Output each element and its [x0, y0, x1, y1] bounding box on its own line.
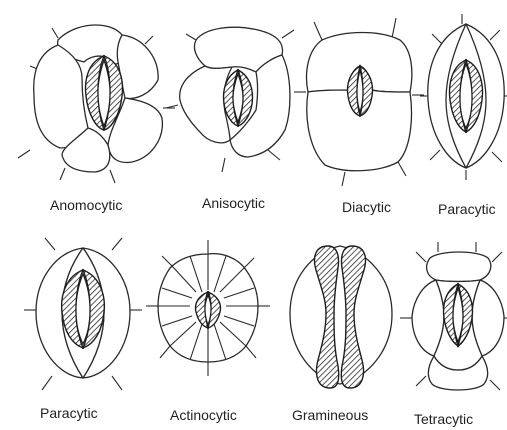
actinocytic-stoma	[146, 240, 270, 376]
label-anomocytic: Anomocytic	[50, 197, 122, 213]
label-diacytic: Diacytic	[342, 199, 391, 215]
label-anisocytic: Anisocytic	[202, 195, 265, 211]
diacytic-stoma	[294, 18, 424, 186]
label-tetracytic: Tetracytic	[414, 411, 473, 427]
tetracytic-stoma	[400, 242, 507, 390]
gramineous-stoma	[290, 246, 392, 388]
label-paracytic-bottom: Paracytic	[40, 405, 98, 421]
paracytic-bottom-stoma	[24, 238, 142, 390]
anisocytic-stoma	[166, 27, 294, 172]
paracytic-top-stoma	[420, 14, 507, 180]
label-gramineous: Gramineous	[292, 407, 368, 423]
label-paracytic-top: Paracytic	[438, 201, 496, 217]
label-actinocytic: Actinocytic	[170, 407, 237, 423]
anomocytic-stoma	[18, 25, 175, 183]
